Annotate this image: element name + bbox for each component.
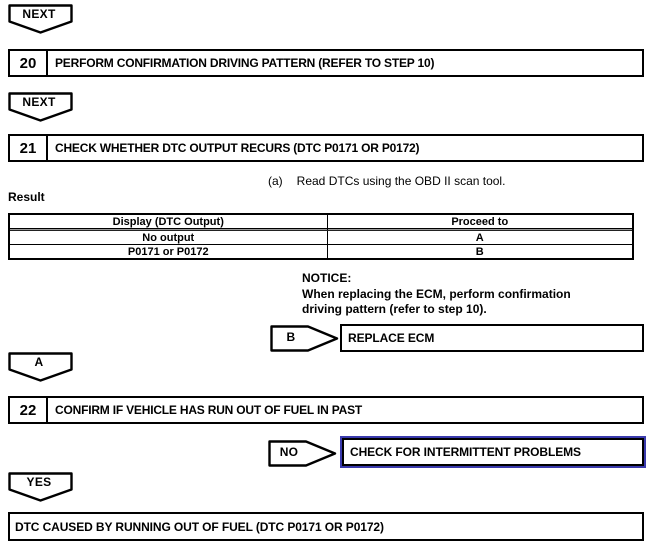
cell-proceed: A [326, 230, 634, 245]
pentagon-down-icon [8, 352, 73, 382]
step-number: 21 [10, 136, 48, 160]
cell-proceed: B [326, 244, 634, 260]
pentagon-down-icon [8, 472, 73, 502]
column-header: Proceed to [326, 213, 634, 229]
connector-label: NEXT [22, 95, 56, 109]
result-label: Result [8, 190, 45, 204]
action-label: REPLACE ECM [348, 331, 435, 345]
connector-no: NO [268, 440, 337, 467]
instruction-line: (a) Read DTCs using the OBD II scan tool. [268, 174, 505, 188]
pentagon-down-icon [8, 4, 73, 34]
arrow-right-icon [268, 440, 337, 467]
instruction-marker: (a) [268, 174, 283, 188]
table-row: No output A [8, 230, 634, 245]
table-header-row: Display (DTC Output) Proceed to [8, 213, 634, 229]
connector-label: B [286, 330, 296, 344]
step-box-20: 20 PERFORM CONFIRMATION DRIVING PATTERN … [8, 49, 644, 77]
step-title: CONFIRM IF VEHICLE HAS RUN OUT OF FUEL I… [55, 403, 363, 417]
replace-ecm-box: REPLACE ECM [340, 324, 644, 352]
connector-label: NEXT [22, 7, 56, 21]
result-table: Display (DTC Output) Proceed to No outpu… [8, 213, 634, 260]
notice-line: driving pattern (refer to step 10). [302, 302, 487, 316]
pentagon-down-icon [8, 92, 73, 122]
connector-label: NO [279, 445, 299, 459]
connector-yes: YES [8, 472, 74, 502]
column-header: Display (DTC Output) [8, 213, 328, 229]
connector-next-1: NEXT [8, 4, 74, 34]
step-number: 22 [10, 398, 48, 422]
connector-label: A [34, 355, 44, 369]
notice-label: NOTICE: [302, 271, 352, 285]
connector-a: A [8, 352, 74, 382]
step-box-22: 22 CONFIRM IF VEHICLE HAS RUN OUT OF FUE… [8, 396, 644, 424]
out-of-fuel-result-box: DTC CAUSED BY RUNNING OUT OF FUEL (DTC P… [8, 512, 644, 541]
action-label: CHECK FOR INTERMITTENT PROBLEMS [350, 445, 581, 459]
action-label: DTC CAUSED BY RUNNING OUT OF FUEL (DTC P… [15, 519, 384, 534]
step-box-21: 21 CHECK WHETHER DTC OUTPUT RECURS (DTC … [8, 134, 644, 162]
connector-b: B [270, 325, 339, 352]
arrow-right-icon [270, 325, 339, 352]
connector-label: YES [26, 475, 52, 489]
instruction-text: Read DTCs using the OBD II scan tool. [296, 174, 506, 188]
notice-line: When replacing the ECM, perform confirma… [302, 286, 571, 301]
check-intermittent-problems-link[interactable]: CHECK FOR INTERMITTENT PROBLEMS [340, 436, 646, 468]
step-title: PERFORM CONFIRMATION DRIVING PATTERN (RE… [55, 56, 435, 70]
step-number: 20 [10, 51, 48, 75]
cell-display: No output [8, 230, 328, 245]
table-row: P0171 or P0172 B [8, 244, 634, 260]
cell-display: P0171 or P0172 [8, 244, 328, 260]
notice-block: NOTICE: When replacing the ECM, perform … [302, 271, 571, 318]
connector-next-2: NEXT [8, 92, 74, 122]
step-title: CHECK WHETHER DTC OUTPUT RECURS (DTC P01… [55, 141, 420, 155]
